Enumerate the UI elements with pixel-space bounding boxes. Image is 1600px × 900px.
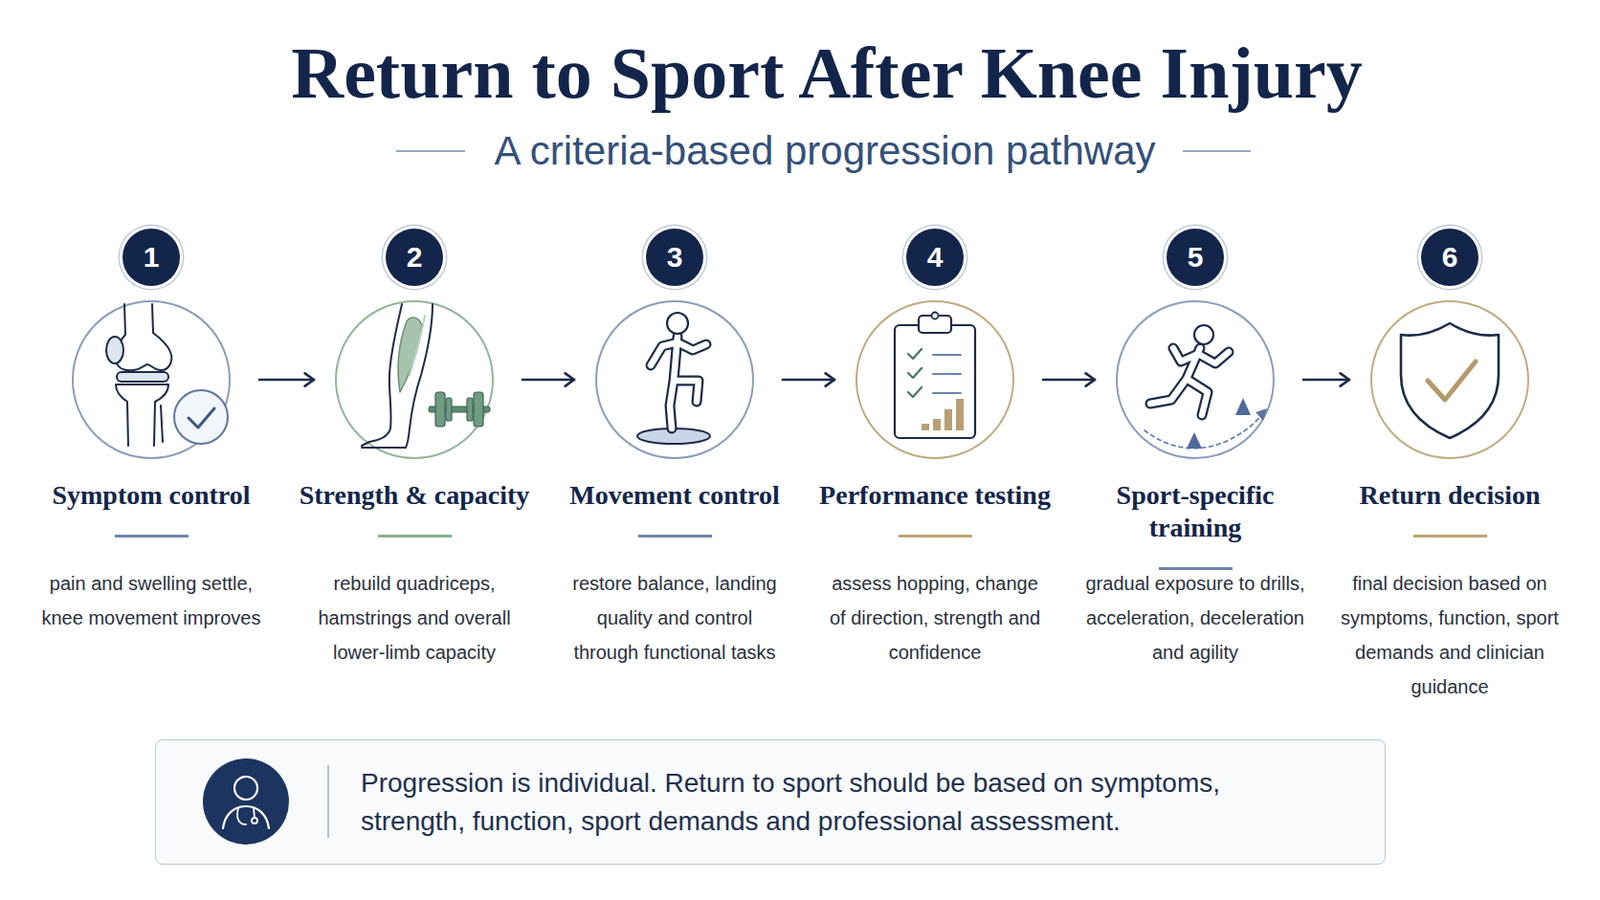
step-number: 6 <box>1442 243 1459 272</box>
note-box: Progression is individual. Return to spo… <box>155 739 1386 866</box>
leg-outline <box>361 304 433 448</box>
step-heading: Symptom control <box>28 479 274 512</box>
diagram-title: Return to Sport After Knee Injury <box>209 29 1445 116</box>
balance-disc <box>637 428 711 445</box>
training-cone <box>1186 432 1202 449</box>
step-heading: Movement control <box>552 479 798 512</box>
chart-bar <box>933 419 941 431</box>
step-description: assess hopping, change of direction, str… <box>828 566 1042 670</box>
clip-hole <box>932 312 939 320</box>
tibia-outline <box>115 384 169 446</box>
flow-arrow <box>522 378 575 382</box>
shield-check <box>1427 361 1476 400</box>
note-text: Progression is individual. Return to spo… <box>360 764 1280 842</box>
step-number-badge: 4 <box>906 228 964 287</box>
chart-bar <box>944 409 953 431</box>
step-number: 5 <box>1187 243 1204 272</box>
step-number: 1 <box>143 243 160 272</box>
step-circle: Symptom controlpain and swelling settle,… <box>71 300 231 460</box>
clipboard-icon <box>894 312 976 440</box>
flow-arrow <box>259 378 314 382</box>
step-heading: Performance testing <box>812 479 1058 512</box>
heading-group: Sport-specific training <box>1072 479 1318 571</box>
runner-outline <box>1150 348 1229 416</box>
step-circle: Return decisionfinal decision based on s… <box>1370 300 1530 460</box>
heading-underline <box>377 534 452 538</box>
runner-fill <box>1150 348 1229 416</box>
heading-group: Strength & capacity <box>291 479 537 538</box>
muscle-line <box>409 315 425 376</box>
heading-underline <box>1413 534 1488 538</box>
flow-arrow <box>782 378 835 382</box>
heading-underline <box>638 534 712 538</box>
agility-path <box>1144 415 1262 449</box>
meniscus <box>116 372 169 382</box>
step-circle: Performance testingassess hopping, chang… <box>855 300 1015 460</box>
figure-head <box>666 312 689 334</box>
dumbbell-plate <box>466 398 473 422</box>
femur-outline <box>114 304 172 371</box>
chart-bar <box>955 399 964 431</box>
heading-underline <box>1158 567 1233 571</box>
check-badge <box>174 390 228 445</box>
flow-arrow <box>1043 378 1095 382</box>
runner-icon <box>1144 325 1267 449</box>
step-number: 3 <box>666 243 684 272</box>
clipboard-clip <box>918 315 952 334</box>
subtitle-rule <box>1182 150 1251 153</box>
step-circle: Sport-specific traininggradual exposure … <box>1115 300 1275 460</box>
step-number: 2 <box>406 243 423 272</box>
step-heading: Strength & capacity <box>291 479 537 512</box>
step-description: rebuild quadriceps, hamstrings and overa… <box>297 566 532 670</box>
flow-arrow <box>1303 378 1350 382</box>
subtitle-rule <box>396 150 466 153</box>
agility-path-head <box>1255 408 1267 422</box>
knee-joint-icon <box>106 304 228 446</box>
fibula-outline <box>160 405 163 443</box>
step-description: restore balance, landing quality and con… <box>567 566 783 670</box>
quadriceps-muscle <box>398 317 423 393</box>
dumbbell-plate <box>445 398 452 422</box>
step-number-badge: 6 <box>1421 228 1479 287</box>
step-circle: Movement controlrestore balance, landing… <box>595 300 755 460</box>
figure-fill <box>650 336 707 429</box>
step-number-badge: 1 <box>122 228 180 287</box>
balance-figure-icon <box>637 312 711 445</box>
dumbbell-bar <box>428 406 490 413</box>
dumbbell-plate <box>435 392 445 427</box>
clipboard-board <box>894 325 976 439</box>
step-number-badge: 2 <box>385 228 444 287</box>
checklist-ticks <box>908 349 922 398</box>
heading-underline <box>114 534 189 538</box>
training-cone <box>1235 398 1251 416</box>
figure-outline <box>650 336 707 429</box>
heading-group: Symptom control <box>28 479 274 538</box>
step-description: final decision based on symptoms, functi… <box>1333 566 1567 705</box>
step-heading: Return decision <box>1327 479 1573 512</box>
subtitle: A criteria-based progression pathway <box>442 127 1208 176</box>
heading-underline <box>898 534 973 538</box>
patella <box>106 336 124 364</box>
dumbbell-plate <box>473 392 484 427</box>
step-number-badge: 5 <box>1166 228 1224 287</box>
runner-head <box>1194 325 1214 345</box>
chart-bar <box>921 423 930 431</box>
check-mark <box>188 408 215 428</box>
step-circle: Strength & capacityrebuild quadriceps, h… <box>334 300 494 460</box>
step-description: pain and swelling settle, knee movement … <box>34 566 268 636</box>
heading-group: Return decision <box>1327 479 1573 538</box>
checklist-lines <box>933 355 961 394</box>
step-description: gradual exposure to drills, acceleration… <box>1078 566 1312 670</box>
step-number: 4 <box>927 243 944 272</box>
shield-icon <box>1400 323 1499 439</box>
heading-group: Performance testing <box>812 479 1058 538</box>
step-number-badge: 3 <box>645 228 704 287</box>
leg-strength-icon <box>361 304 490 448</box>
heading-group: Movement control <box>552 479 798 538</box>
step-heading: Sport-specific training <box>1072 479 1318 545</box>
shield-outline <box>1400 323 1499 439</box>
